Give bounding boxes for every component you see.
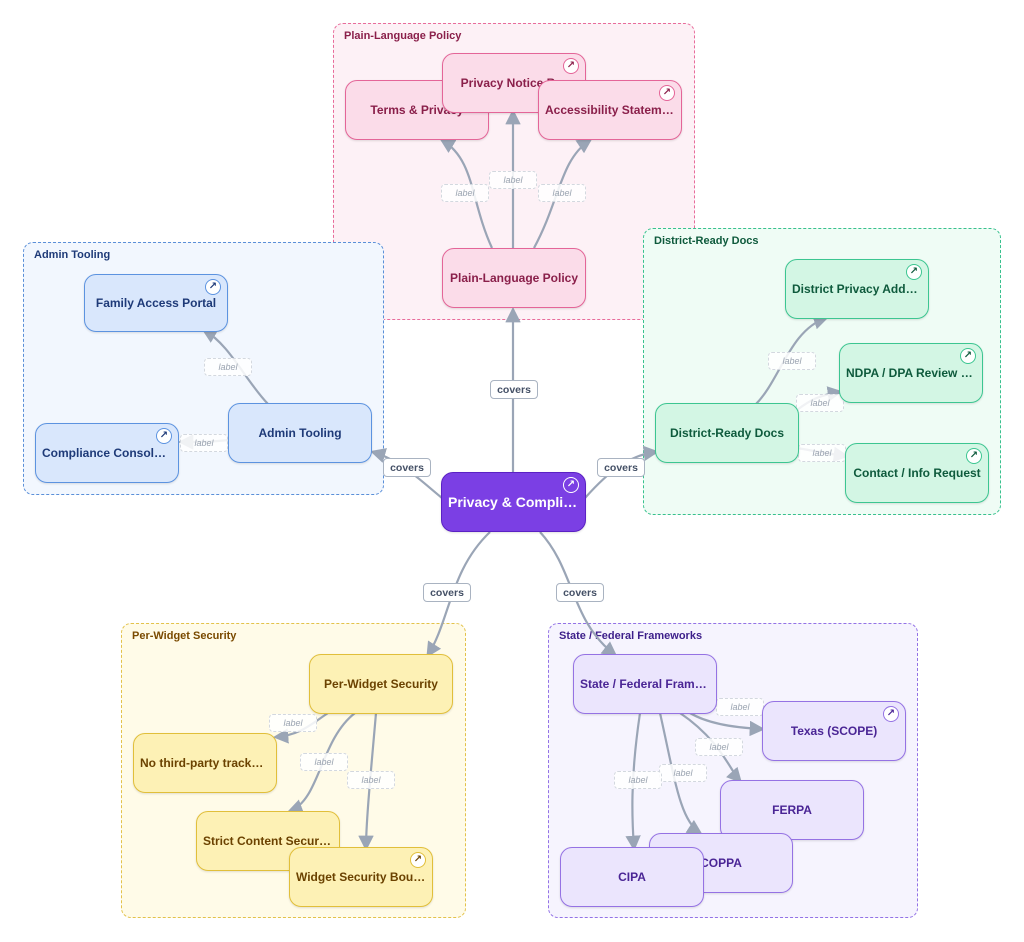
edge-label-placeholder: label: [180, 434, 228, 452]
external-link-arrow-icon[interactable]: ↗: [960, 348, 976, 364]
node-texas-scope[interactable]: Texas (SCOPE) ↗: [762, 701, 906, 761]
edge-label-placeholder: label: [347, 771, 395, 789]
edge-policy-terms: [439, 138, 494, 249]
external-link-arrow-icon[interactable]: ↗: [659, 85, 675, 101]
edge-label-placeholder: label: [489, 171, 537, 189]
edge-label-covers: covers: [490, 380, 538, 399]
node-label: Family Access Portal: [95, 296, 217, 310]
group-title: Admin Tooling: [34, 249, 111, 261]
node-plain-language-policy[interactable]: Plain-Language Policy: [442, 248, 586, 308]
node-label: COPPA: [700, 856, 742, 870]
node-district-privacy-addendum[interactable]: District Privacy Adde… ↗: [785, 259, 929, 319]
node-accessibility-statement[interactable]: Accessibility Stateme… ↗: [538, 80, 682, 140]
node-ndpa-review[interactable]: NDPA / DPA Review Pac… ↗: [839, 343, 983, 403]
node-family-access-portal[interactable]: Family Access Portal ↗: [84, 274, 228, 332]
node-label: Privacy & Compliance: [448, 494, 579, 510]
external-link-arrow-icon[interactable]: ↗: [410, 852, 426, 868]
node-no-third-party-tracking[interactable]: No third-party tracke…: [133, 733, 277, 793]
node-label: Accessibility Stateme…: [545, 103, 675, 117]
external-link-arrow-icon[interactable]: ↗: [966, 448, 982, 464]
node-compliance-console[interactable]: Compliance Console Gu… ↗: [35, 423, 179, 483]
node-label: Strict Content Securi…: [203, 834, 333, 848]
edge-label-covers: covers: [597, 458, 645, 477]
group-title: Per-Widget Security: [132, 630, 237, 642]
node-privacy-compliance[interactable]: Privacy & Compliance ↗: [441, 472, 586, 532]
node-admin-tooling[interactable]: Admin Tooling: [228, 403, 372, 463]
node-widget-security-boundary[interactable]: Widget Security Bound… ↗: [289, 847, 433, 907]
edge-label-placeholder: label: [204, 358, 252, 376]
external-link-arrow-icon[interactable]: ↗: [205, 279, 221, 295]
edge-label-covers: covers: [423, 583, 471, 602]
group-title: District-Ready Docs: [654, 235, 759, 247]
edge-label-placeholder: label: [300, 753, 348, 771]
external-link-arrow-icon[interactable]: ↗: [156, 428, 172, 444]
edge-label-placeholder: label: [538, 184, 586, 202]
node-ferpa[interactable]: FERPA: [720, 780, 864, 840]
node-cipa[interactable]: CIPA: [560, 847, 704, 907]
edge-label-covers: covers: [556, 583, 604, 602]
edge-label-placeholder: label: [614, 771, 662, 789]
node-label: State / Federal Frame…: [580, 677, 710, 691]
node-state-federal-frameworks[interactable]: State / Federal Frame…: [573, 654, 717, 714]
node-label: No third-party tracke…: [140, 756, 270, 770]
node-label: Per-Widget Security: [324, 677, 438, 691]
edge-label-placeholder: label: [269, 714, 317, 732]
node-label: District Privacy Adde…: [792, 282, 922, 296]
node-label: Compliance Console Gu…: [42, 446, 172, 460]
node-label: Admin Tooling: [258, 426, 342, 440]
external-link-arrow-icon[interactable]: ↗: [563, 477, 579, 493]
external-link-arrow-icon[interactable]: ↗: [906, 264, 922, 280]
node-label: Plain-Language Policy: [449, 271, 579, 285]
node-contact-info-request[interactable]: Contact / Info Request ↗: [845, 443, 989, 503]
edge-label-placeholder: label: [659, 764, 707, 782]
node-district-ready-docs[interactable]: District-Ready Docs: [655, 403, 799, 463]
node-label: CIPA: [618, 870, 646, 884]
edge-label-placeholder: label: [716, 698, 764, 716]
edge-state-texas: [689, 712, 766, 737]
edge-policy-accessibility: [533, 138, 593, 249]
node-label: District-Ready Docs: [669, 426, 785, 440]
node-label: Texas (SCOPE): [790, 724, 878, 738]
external-link-arrow-icon[interactable]: ↗: [563, 58, 579, 74]
node-label: NDPA / DPA Review Pac…: [846, 366, 976, 380]
edge-label-placeholder: label: [796, 394, 844, 412]
node-label: FERPA: [772, 803, 812, 817]
edge-state-cipa: [625, 712, 642, 852]
edge-label-placeholder: label: [768, 352, 816, 370]
edge-label-covers: covers: [383, 458, 431, 477]
external-link-arrow-icon[interactable]: ↗: [883, 706, 899, 722]
edge-label-placeholder: label: [695, 738, 743, 756]
node-label: Contact / Info Request: [853, 466, 981, 480]
group-title: Plain-Language Policy: [344, 30, 462, 42]
node-label: Widget Security Bound…: [296, 870, 426, 884]
node-per-widget-security[interactable]: Per-Widget Security: [309, 654, 453, 714]
edge-label-placeholder: label: [441, 184, 489, 202]
edge-label-placeholder: label: [798, 444, 846, 462]
edge-state-coppa: [658, 712, 703, 835]
